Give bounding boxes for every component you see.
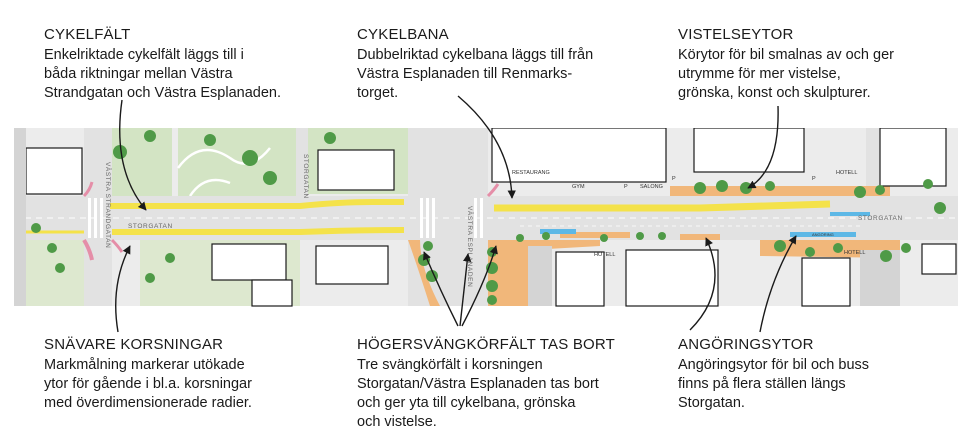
callout-angoringsytor: ANGÖRINGSYTOR Angöringsytor för bil och …: [678, 335, 948, 413]
loading-zone: [790, 232, 856, 237]
park-path: [188, 178, 231, 197]
callout-title: VISTELSEYTOR: [678, 26, 794, 43]
plaza-corner: [488, 240, 600, 306]
buildings-north: [25, 128, 947, 195]
label-storgatan-side: STORGATAN: [302, 154, 309, 199]
callout-vistelseytor: VISTELSEYTOR Körytor för bil smalnas av …: [678, 25, 948, 103]
callout-cykelbana: CYKELBANA Dubbelriktad cykelbana läggs t…: [357, 25, 647, 103]
bike-lane-north: [110, 199, 404, 209]
callout-title: SNÄVARE KORSNINGAR: [44, 336, 224, 353]
callout-snavare-korsningar: SNÄVARE KORSNINGAR Markmålning markerar …: [44, 335, 324, 413]
callout-title: CYKELFÄLT: [44, 26, 131, 43]
buildings-south: [211, 243, 957, 307]
loading-zone: [830, 212, 870, 216]
plaza-patch: [560, 232, 630, 238]
curb-marking: [82, 181, 94, 198]
callout-body: Markmålning markerar utökade ytor för gå…: [44, 357, 252, 411]
callout-body: Dubbelriktad cykelbana läggs till från V…: [357, 47, 594, 101]
park-area: [112, 128, 172, 196]
bike-path-two-way: [494, 200, 831, 212]
street-plan-map: STORGATAN STORGATAN VÄSTRA STRANDGATAN S…: [14, 128, 958, 307]
label-storgatan-west: STORGATAN: [128, 223, 173, 230]
callout-title: CYKELBANA: [357, 26, 449, 43]
callout-body: Enkelriktade cykelfält läggs till i båda…: [44, 47, 281, 101]
loading-zone: [540, 229, 576, 234]
callout-body: Angöringsytor för bil och buss finns på …: [678, 357, 870, 411]
callout-body: Körytor för bil smalnas av och ger utrym…: [678, 47, 894, 101]
blocks-gray: [14, 128, 900, 306]
plaza-strip: [670, 186, 890, 196]
label-p: P: [624, 184, 628, 190]
callout-hogersvangkorfalt: HÖGERSVÄNGKÖRFÄLT TAS BORT Tre svängkörf…: [357, 335, 657, 432]
label-angoring: ANGÖRING: [812, 232, 834, 237]
label-gym: GYM: [572, 184, 585, 190]
crosswalk: [88, 198, 483, 238]
label-p: P: [812, 176, 816, 182]
callout-title: HÖGERSVÄNGKÖRFÄLT TAS BORT: [357, 336, 616, 353]
plaza-strip: [680, 234, 720, 240]
callout-body: Tre svängkörfält i korsningen Storgatan/…: [357, 357, 599, 430]
callout-cykelfalt: CYKELFÄLT Enkelriktade cykelfält läggs t…: [44, 25, 324, 103]
label-p: P: [672, 176, 676, 182]
bike-lane-south: [112, 227, 405, 235]
label-vastra-strandgatan: VÄSTRA STRANDGATAN: [104, 162, 112, 248]
curb-marking: [82, 238, 94, 261]
label-hotell-north: HOTELL: [836, 170, 857, 176]
label-restaurang: RESTAURANG: [512, 170, 550, 176]
label-storgatan-east: STORGATAN: [858, 215, 903, 222]
label-vastra-esplanaden: VÄSTRA ESPLANADEN: [466, 206, 474, 287]
label-hotell-south: HOTELL: [594, 252, 615, 258]
road-side: [296, 128, 308, 196]
callout-title: ANGÖRINGSYTOR: [678, 336, 814, 353]
label-hotell-south-2: HOTELL: [844, 250, 865, 256]
label-salong: SALONG: [640, 184, 663, 190]
